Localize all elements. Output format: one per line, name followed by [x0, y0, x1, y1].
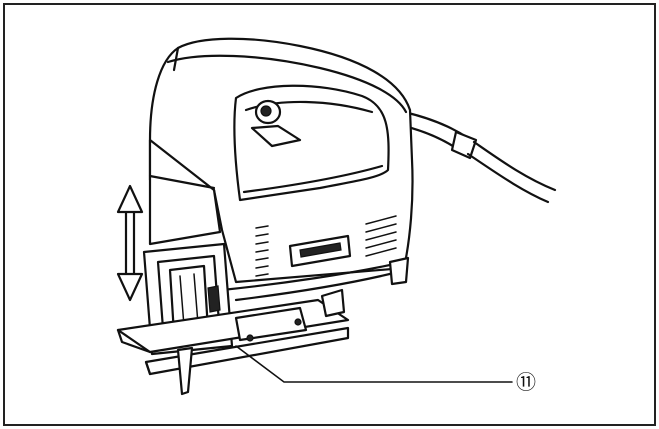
vent-slots-right [365, 215, 397, 257]
callout-label-11: ⑪ [516, 371, 536, 394]
base-plate [116, 288, 350, 376]
saw-blade [176, 346, 194, 396]
brand-plate [288, 234, 352, 268]
double-arrow-vertical-icon [116, 184, 144, 302]
tool-body [148, 37, 414, 284]
vent-slots-left [255, 225, 269, 277]
callout-leader-line [235, 345, 513, 383]
